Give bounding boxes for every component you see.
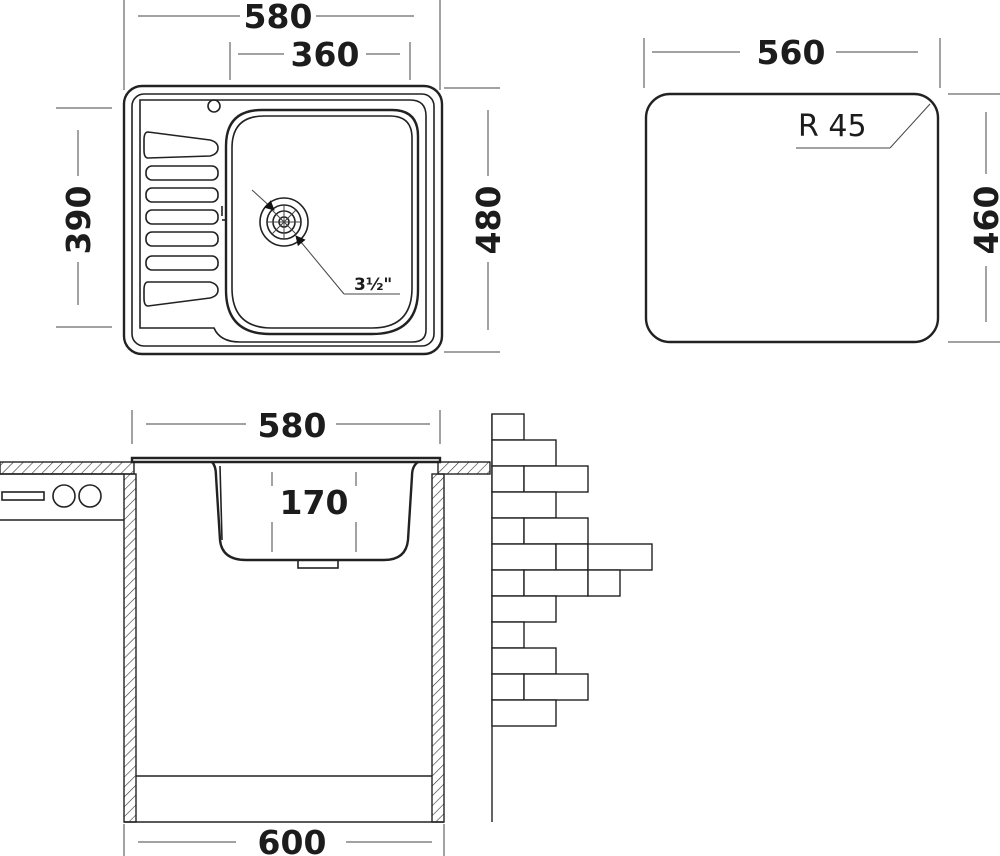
brick-wall bbox=[491, 413, 653, 822]
dim-cabinet-width: 600 bbox=[123, 823, 445, 856]
cabinet-wall-left bbox=[123, 473, 137, 823]
top-view: 580 360 390 480 bbox=[56, 0, 508, 356]
label-170: 170 bbox=[280, 483, 349, 522]
dim-bowl-height: 170 bbox=[271, 472, 357, 552]
sink-rim-section bbox=[130, 456, 442, 464]
bowl-outline bbox=[224, 108, 420, 336]
dim-bowl-width: 360 bbox=[229, 35, 411, 80]
dim-cutout-width: 560 bbox=[643, 33, 941, 88]
cutout-view: 560 460 R 45 bbox=[643, 33, 1000, 344]
dim-overall-depth: 480 bbox=[444, 87, 508, 353]
sink-outer-rim bbox=[122, 84, 444, 356]
countertop-right bbox=[437, 461, 491, 475]
drain-outlet bbox=[297, 559, 339, 569]
cabinet-drawer bbox=[0, 473, 124, 521]
label-radius: R 45 bbox=[798, 109, 867, 144]
sink-deck bbox=[139, 99, 427, 343]
tap-hole bbox=[207, 99, 221, 113]
label-560: 560 bbox=[757, 33, 826, 72]
label-580-top: 580 bbox=[244, 0, 313, 36]
drain bbox=[259, 197, 309, 247]
dim-sink-width-section: 580 bbox=[131, 406, 441, 445]
dim-cutout-depth: 460 bbox=[948, 93, 1000, 343]
label-580-section: 580 bbox=[258, 406, 327, 445]
label-460: 460 bbox=[967, 186, 1000, 255]
countertop-left bbox=[0, 461, 135, 475]
bowl-inner bbox=[231, 115, 413, 329]
overflow-slots bbox=[221, 206, 227, 221]
label-600: 600 bbox=[258, 823, 327, 856]
label-360: 360 bbox=[291, 35, 360, 74]
label-390: 390 bbox=[59, 186, 98, 255]
label-drain-size: 3½" bbox=[354, 275, 392, 295]
label-480: 480 bbox=[469, 186, 508, 255]
sink-inner-rim bbox=[131, 93, 435, 347]
cutout-outline bbox=[644, 92, 940, 344]
drainboard-ribs bbox=[143, 131, 219, 307]
dim-bowl-depth: 390 bbox=[56, 107, 112, 328]
bowl-profile-inner bbox=[219, 465, 223, 541]
section-view: 580 170 bbox=[0, 406, 653, 856]
cabinet-wall-right bbox=[431, 473, 445, 823]
dim-overall-width: 580 bbox=[123, 0, 441, 90]
